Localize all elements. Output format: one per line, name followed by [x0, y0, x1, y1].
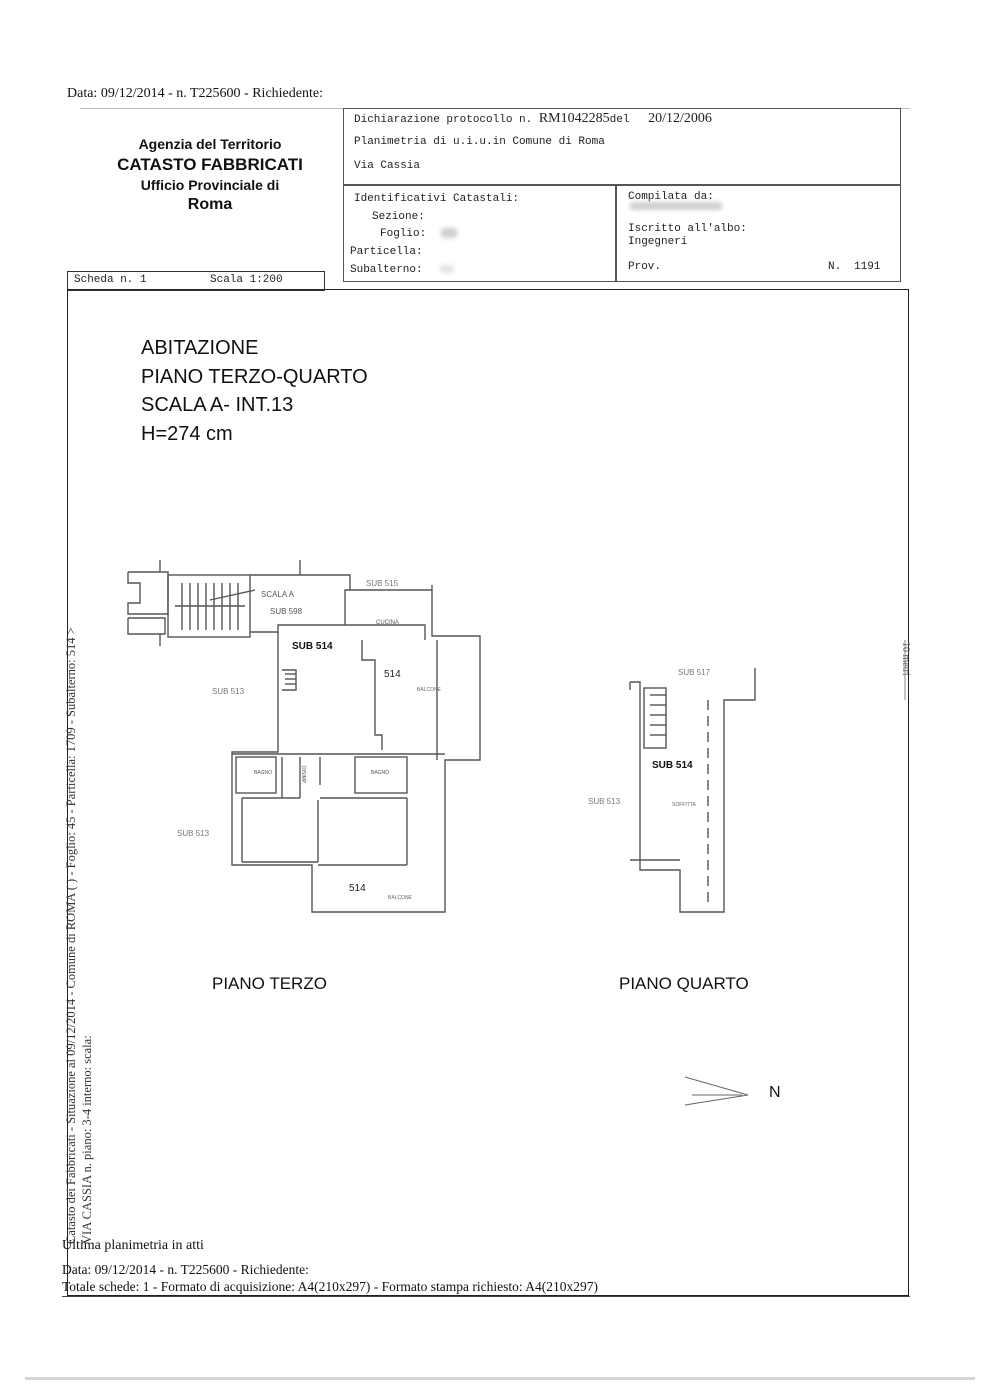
label-balcone-upper: BALCONE [417, 687, 441, 693]
identifiers-box: Identificativi Catastali: Sezione: Fogli… [343, 184, 617, 282]
heading-floor: PIANO TERZO-QUARTO [141, 365, 368, 388]
catasto-title: CATASTO FABBRICATI [117, 155, 303, 174]
vertical-address-line: VIA CASSIA n. piano: 3-4 interno: scala: [80, 1035, 94, 1244]
footer-totale: Totale schede: 1 - Formato di acquisizio… [62, 1279, 598, 1294]
scheda-label: Scheda n. 1 [74, 274, 147, 286]
label-sub-598: SUB 598 [270, 607, 303, 616]
footer-data: Data: 09/12/2014 - n. T225600 - Richiede… [62, 1262, 309, 1277]
particella-label: Particella: [350, 246, 423, 258]
drawing-frame [67, 289, 909, 1296]
label-sub-514-fourth: SUB 514 [652, 760, 693, 771]
label-balcone-lower: BALCONE [388, 895, 412, 901]
protocol-line: Dichiarazione protocollo n. RM1042285del… [354, 111, 712, 127]
label-cucina: CUCINA [376, 620, 400, 626]
label-sub-514-main: SUB 514 [292, 641, 333, 652]
label-bagno-right: BAGNO [371, 770, 390, 776]
heading-stair: SCALA A- INT.13 [141, 394, 294, 416]
north-label: N [769, 1084, 781, 1101]
sezione-label: Sezione: [372, 211, 425, 223]
n-label: N. [828, 261, 842, 273]
scan-edge [25, 1377, 975, 1380]
agency-name: Agenzia del Territorio [138, 136, 282, 152]
office-label: Ufficio Provinciale di [140, 177, 280, 193]
label-514-lower: 514 [349, 883, 366, 894]
planimetry-line: Planimetria di u.i.u.in Comune di Roma [354, 136, 605, 148]
label-sub-513-fourth: SUB 513 [588, 797, 621, 806]
prov-label: Prov. [628, 261, 662, 273]
label-soffitta: SOFFITTA [672, 802, 696, 808]
label-bagno-left: BAGNO [254, 770, 273, 776]
side-scale-text: 10 metri [900, 642, 911, 676]
top-request-line: Data: 09/12/2014 - n. T225600 - Richiede… [67, 86, 323, 101]
label-piano-quarto: PIANO QUARTO [619, 974, 749, 993]
scale-label: Scala 1:200 [210, 274, 283, 286]
footer-ultima: Ultima planimetria in atti [62, 1238, 204, 1253]
del-label: del [609, 114, 630, 126]
label-sub-513-lower: SUB 513 [177, 829, 210, 838]
label-piano-terzo: PIANO TERZO [212, 974, 327, 993]
protocol-number: RM1042285 [538, 111, 610, 126]
heading-type: ABITAZIONE [141, 337, 259, 359]
foglio-redacted [441, 228, 457, 238]
address-line: Via Cassia [354, 160, 421, 172]
plan-fourth-floor-walls [629, 668, 756, 913]
label-sub-515: SUB 515 [366, 579, 399, 588]
office-city: Roma [187, 196, 233, 213]
albo-value: Ingegneri [628, 236, 688, 248]
footer-rule [62, 1296, 910, 1297]
compilata-label: Compilata da: [628, 191, 714, 203]
n-value: 1191 [854, 261, 881, 273]
label-sub-517: SUB 517 [678, 668, 711, 677]
protocol-date: 20/12/2006 [648, 111, 712, 126]
north-arrow-icon [684, 1076, 749, 1106]
subalterno-label: Subalterno: [350, 264, 423, 276]
protocol-label: Dichiarazione protocollo n. [354, 114, 533, 126]
drawing-heading: ABITAZIONE PIANO TERZO-QUARTO SCALA A- I… [141, 334, 368, 448]
subalterno-redacted [440, 265, 454, 273]
compilata-redacted [630, 202, 722, 210]
iscritto-label: Iscritto all'albo: [628, 223, 747, 235]
scheda-box: Scheda n. 1 Scala 1:200 [67, 271, 325, 291]
agency-block: Agenzia del Territorio CATASTO FABBRICAT… [70, 136, 350, 214]
foglio-label: Foglio: [380, 228, 427, 240]
label-disimpegno: DISIMP. [300, 766, 306, 784]
declaration-box: Dichiarazione protocollo n. RM1042285del… [343, 108, 901, 186]
identifiers-title: Identificativi Catastali: [354, 193, 520, 205]
plan-third-floor-walls [127, 560, 481, 913]
label-514-upper: 514 [384, 669, 401, 680]
label-sub-513-upper: SUB 513 [212, 687, 245, 696]
heading-height: H=274 cm [141, 422, 233, 445]
compilata-box: Compilata da: Iscritto all'albo: Ingegne… [615, 184, 901, 282]
vertical-cadastral-line: Catasto dei Fabbricati - Situazione al 0… [64, 627, 78, 1244]
label-scala-a: SCALA A [261, 590, 294, 599]
